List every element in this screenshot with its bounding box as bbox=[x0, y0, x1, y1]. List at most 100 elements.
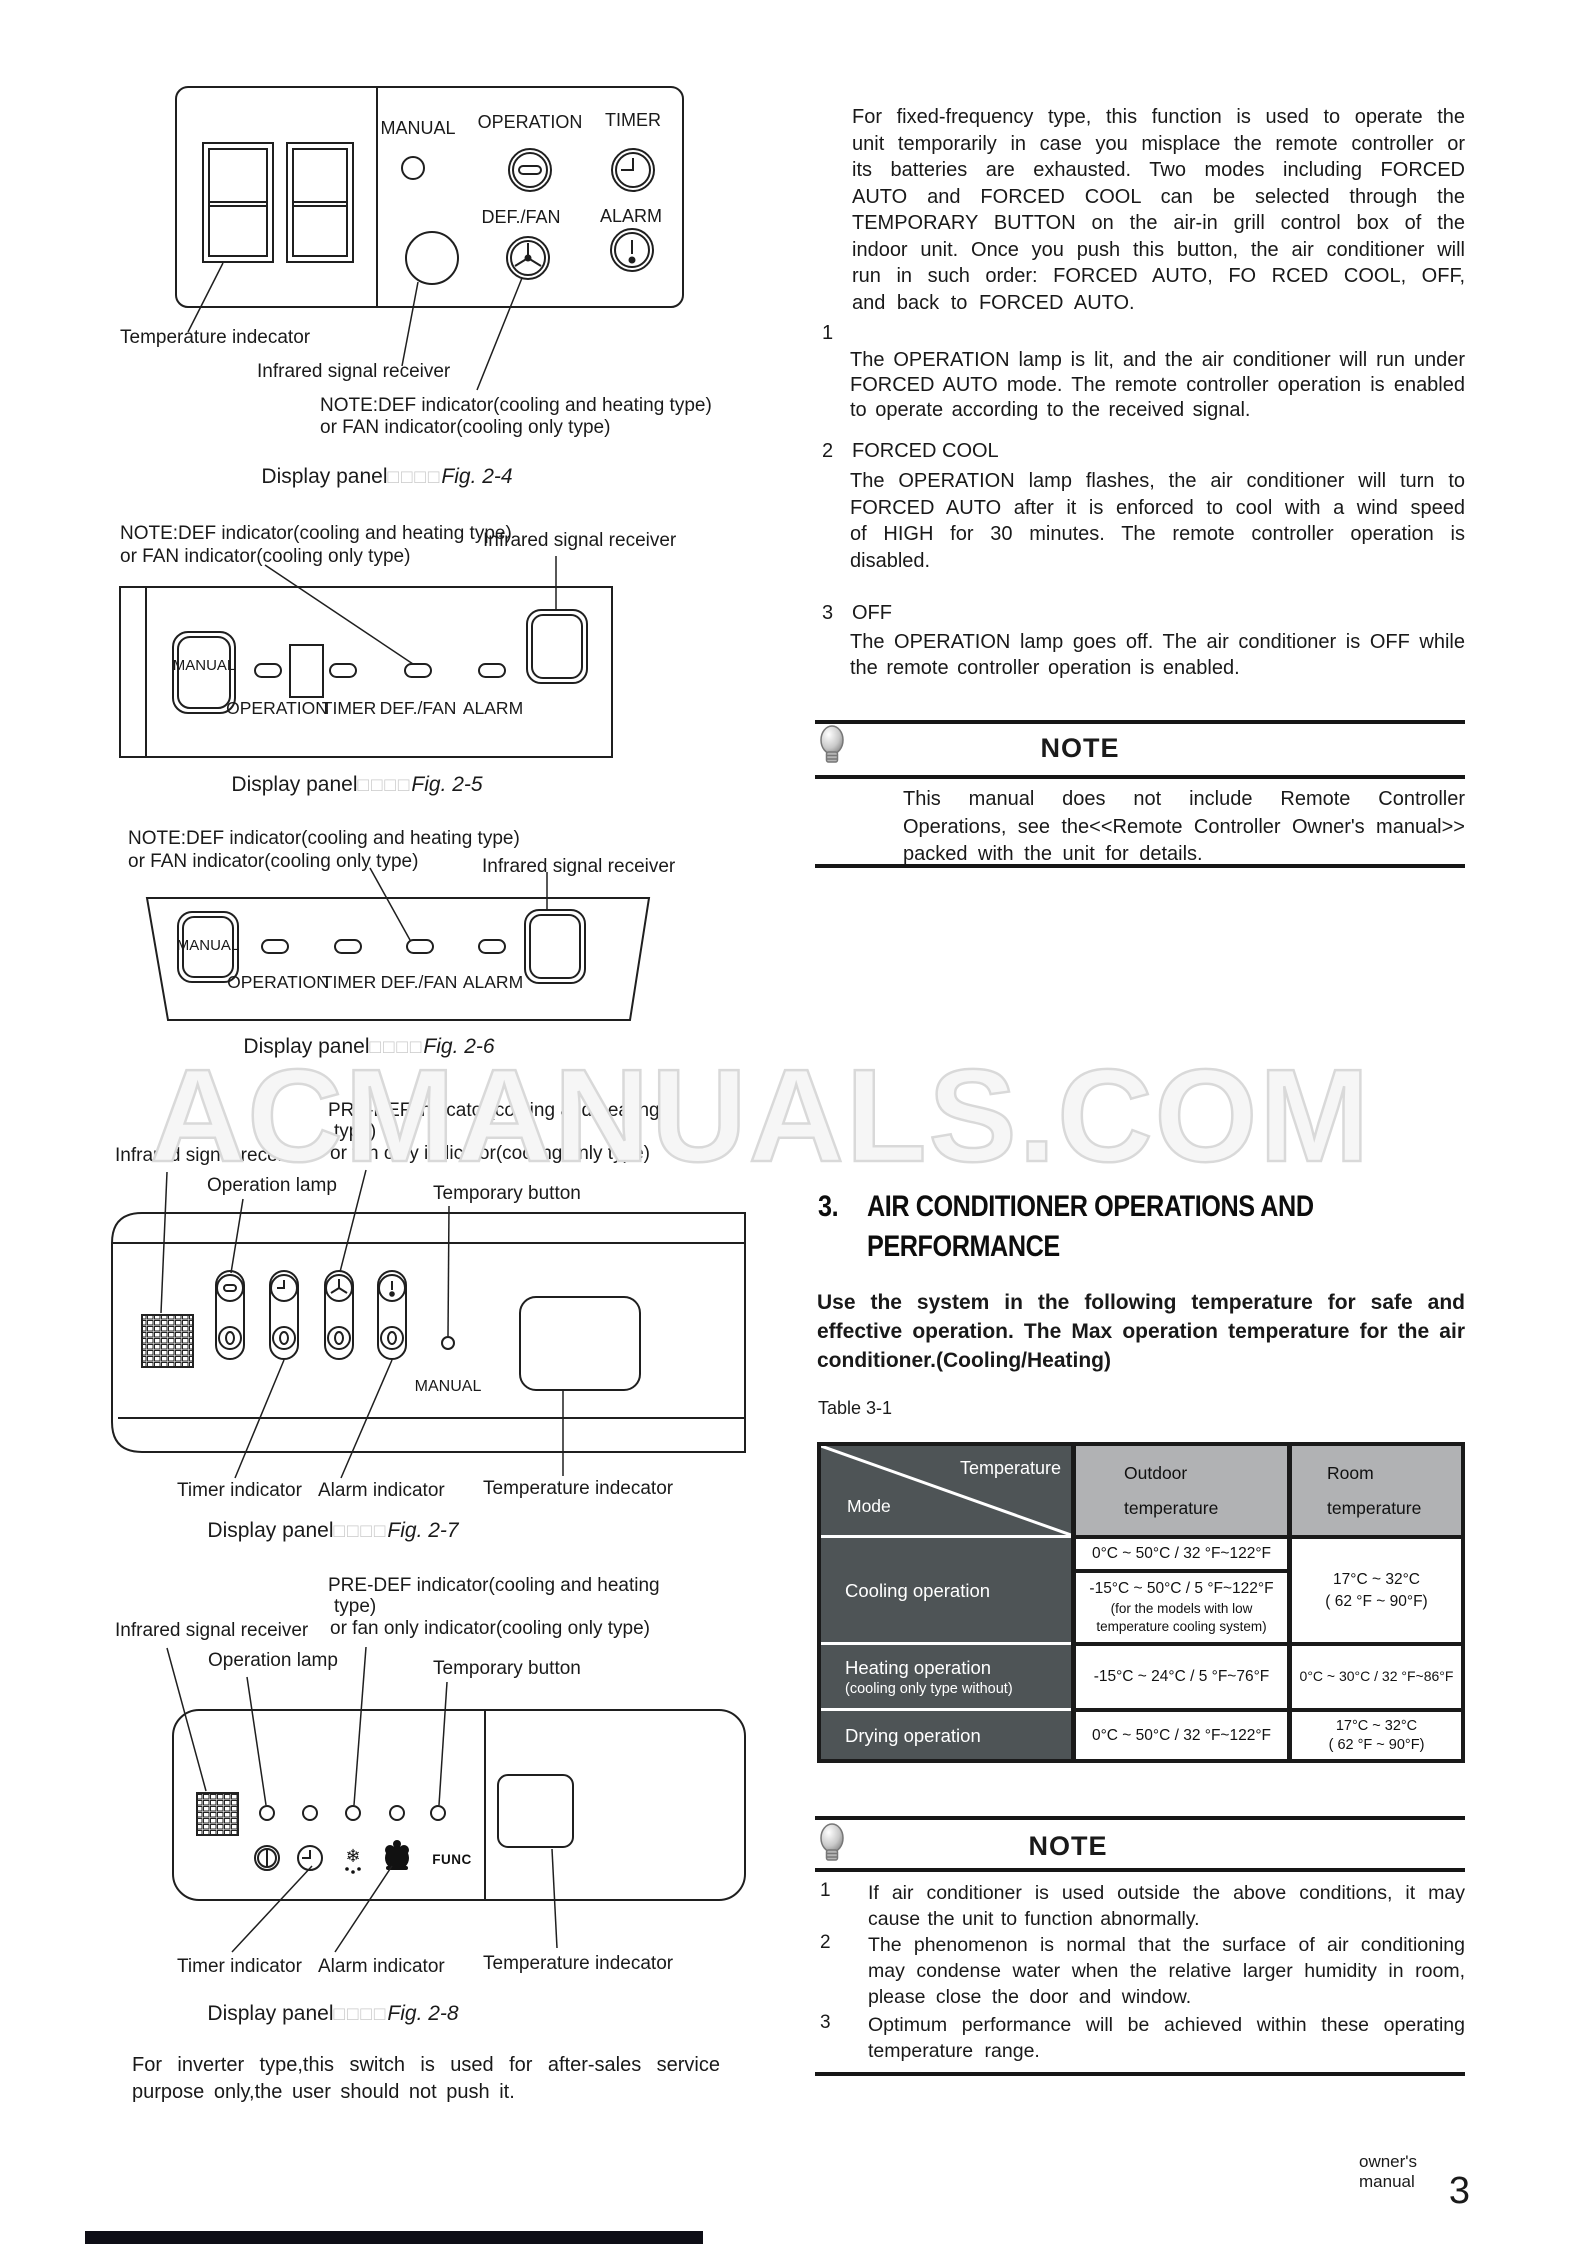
pre-def-fan-capsule-icon bbox=[324, 1270, 354, 1360]
note-item: If air conditioner is used outside the a… bbox=[868, 1882, 1465, 1930]
note-title: NOTE bbox=[1040, 733, 1120, 763]
manual-label: MANUAL bbox=[414, 1378, 482, 1395]
table-cell-heating-room: 0°C ~ 30°C / 32 °F~86°F bbox=[1292, 1646, 1461, 1708]
fig-2-6-caption: Display panel□□□□Fig. 2-6 bbox=[243, 1035, 494, 1059]
timer-label: TIMER bbox=[605, 110, 661, 130]
pre-def-callout: type) bbox=[334, 1596, 377, 1617]
pre-def-callout: PRE-DEF indicator(cooling and heating bbox=[328, 1100, 660, 1121]
section-title: AIR CONDITIONER OPERATIONS AND bbox=[867, 1190, 1314, 1223]
table-cell-heating-label: Heating operation (cooling only type wit… bbox=[821, 1646, 1071, 1708]
caption-fig-number: Fig. 2-7 bbox=[387, 1519, 459, 1542]
inverter-note-paragraph: For inverter type,this switch is used fo… bbox=[132, 2054, 720, 2103]
caption-fig-number: Fig. 2-8 bbox=[387, 2002, 459, 2025]
table-cell-cooling-outdoor-b: -15°C ~ 50°C / 5 °F~122°F (for the model… bbox=[1076, 1573, 1287, 1642]
note-rule bbox=[815, 720, 1465, 724]
table-header-outdoor: Outdoor temperature bbox=[1076, 1446, 1287, 1535]
service-switch-button bbox=[497, 1774, 574, 1848]
operation-capsule-icon bbox=[215, 1270, 245, 1360]
header-line: temperature bbox=[1327, 1497, 1422, 1518]
table-cell-drying-room: 17°C ~ 32°C ( 62 °F ~ 90°F) bbox=[1292, 1712, 1461, 1759]
infrared-receiver-grille-icon bbox=[141, 1314, 194, 1368]
display-panel-outline bbox=[172, 1709, 746, 1901]
table-cell-cooling-label: Cooling operation bbox=[821, 1539, 1071, 1642]
cell-text: ( 62 °F ~ 90°F) bbox=[1325, 1592, 1428, 1610]
table-cell-drying-outdoor: 0°C ~ 50°C / 32 °F~122°F bbox=[1076, 1712, 1287, 1759]
note-def-callout: NOTE:DEF indicator(cooling and heating t… bbox=[120, 523, 512, 544]
cell-text: 17°C ~ 32°C bbox=[1335, 1717, 1418, 1734]
infrared-receiver-callout: Infrared signal receiver bbox=[257, 361, 451, 382]
temperature-indicator-callout: Temperature indecator bbox=[120, 327, 311, 348]
cell-text: Heating operation bbox=[845, 1657, 992, 1679]
operation-label: OPERATION bbox=[477, 112, 583, 132]
fig-2-7-leader-lines bbox=[160, 1169, 564, 1479]
caption-fig-number: Fig. 2-6 bbox=[423, 1035, 495, 1058]
temperature-indicator-callout: Temperature indecator bbox=[483, 1478, 674, 1499]
bottom-bar bbox=[85, 2231, 703, 2244]
manual-label: MANUAL bbox=[380, 118, 456, 138]
display-panel-outline bbox=[145, 897, 651, 1021]
note-rule bbox=[815, 775, 1465, 779]
caption-tofu: □□□□ bbox=[357, 775, 412, 796]
infrared-receiver-callout: Infrared signal receiver bbox=[483, 530, 677, 551]
diagonal-divider bbox=[821, 1446, 1071, 1535]
table-header-mode: Mode bbox=[847, 1496, 891, 1516]
timer-lamp-icon bbox=[302, 1805, 318, 1821]
temporary-button-icon bbox=[441, 1336, 455, 1350]
operation-lamp-callout: Operation lamp bbox=[208, 1650, 338, 1671]
cell-text: -15°C ~ 50°C / 5 °F~122°F bbox=[1089, 1579, 1274, 1597]
row-divider bbox=[821, 1708, 1071, 1711]
forced-cool-heading: FORCED COOL bbox=[852, 440, 999, 462]
caption-tofu: □□□□ bbox=[333, 2004, 388, 2025]
caption-prefix: Display panel bbox=[231, 773, 358, 796]
cell-text: ( 62 °F ~ 90°F) bbox=[1328, 1736, 1425, 1753]
table-header-room: Room temperature bbox=[1292, 1446, 1461, 1535]
svg-text:❄: ❄ bbox=[345, 1846, 360, 1866]
operation-label: OPERATION bbox=[227, 972, 329, 992]
infrared-receiver-icon bbox=[526, 609, 588, 684]
row-divider bbox=[821, 1535, 1071, 1538]
pre-def-callout: or fan only indicator(cooling only type) bbox=[330, 1618, 651, 1639]
operation-lamp-icon bbox=[254, 663, 282, 678]
operation-lamp-icon bbox=[508, 148, 552, 192]
alarm-label: ALARM bbox=[462, 698, 524, 718]
manual-lamp-icon bbox=[401, 156, 425, 180]
note-def-callout: NOTE:DEF indicator(cooling and heating t… bbox=[320, 395, 712, 416]
fig-2-7-panel bbox=[111, 1169, 746, 1479]
cell-text: Drying operation bbox=[845, 1724, 981, 1746]
note-def-callout: or FAN indicator(cooling only type) bbox=[320, 417, 611, 438]
operating-temperature-paragraph: Use the system in the following temperat… bbox=[817, 1291, 1465, 1372]
fig-2-4-caption: Display panel□□□□Fig. 2-4 bbox=[261, 465, 512, 489]
table-cell-cooling-outdoor-a: 0°C ~ 50°C / 32 °F~122°F bbox=[1076, 1539, 1287, 1569]
temperature-table: Temperature Mode Outdoor temperature Roo… bbox=[817, 1442, 1465, 1763]
caption-prefix: Display panel bbox=[207, 1519, 334, 1542]
caption-tofu: □□□□ bbox=[369, 1037, 424, 1058]
forced-auto-paragraph: The OPERATION lamp is lit, and the air c… bbox=[850, 349, 1465, 421]
temperature-indicator-callout: Temperature indecator bbox=[483, 1953, 674, 1974]
def-fan-lamp-icon bbox=[406, 939, 434, 954]
list-number: 3 bbox=[820, 2012, 831, 2033]
table-mode-column bbox=[821, 1446, 1071, 1759]
note-rule bbox=[815, 1816, 1465, 1820]
cell-subtext: (cooling only type without) bbox=[845, 1680, 1013, 1697]
table-caption: Table 3-1 bbox=[818, 1398, 893, 1418]
operation-lamp-icon bbox=[261, 939, 289, 954]
def-fan-label: DEF./FAN bbox=[380, 972, 458, 992]
alarm-capsule-icon bbox=[377, 1270, 407, 1360]
fig-2-8-panel: ❄ FUNC bbox=[166, 1646, 746, 1953]
fig-2-8-caption: Display panel□□□□Fig. 2-8 bbox=[207, 2002, 458, 2026]
note-item: Optimum performance will be achieved wit… bbox=[868, 2014, 1465, 2062]
fig-2-7-caption: Display panel□□□□Fig. 2-7 bbox=[207, 1519, 458, 1543]
caption-tofu: □□□□ bbox=[333, 1521, 388, 1542]
fig-2-5-caption: Display panel□□□□Fig. 2-5 bbox=[231, 773, 482, 797]
manual-label: MANUAL bbox=[172, 657, 236, 674]
forced-cool-paragraph: The OPERATION lamp flashes, the air cond… bbox=[850, 470, 1465, 572]
temperature-display-icon bbox=[289, 644, 324, 698]
def-fan-label: DEF./FAN bbox=[481, 207, 561, 227]
list-number: 2 bbox=[820, 1932, 831, 1953]
func-lamp-icon bbox=[430, 1805, 446, 1821]
cell-text: 17°C ~ 32°C bbox=[1333, 1570, 1420, 1588]
alarm-label: ALARM bbox=[462, 972, 524, 992]
power-icon bbox=[254, 1845, 280, 1871]
cell-text: temperature cooling system) bbox=[1096, 1618, 1267, 1634]
